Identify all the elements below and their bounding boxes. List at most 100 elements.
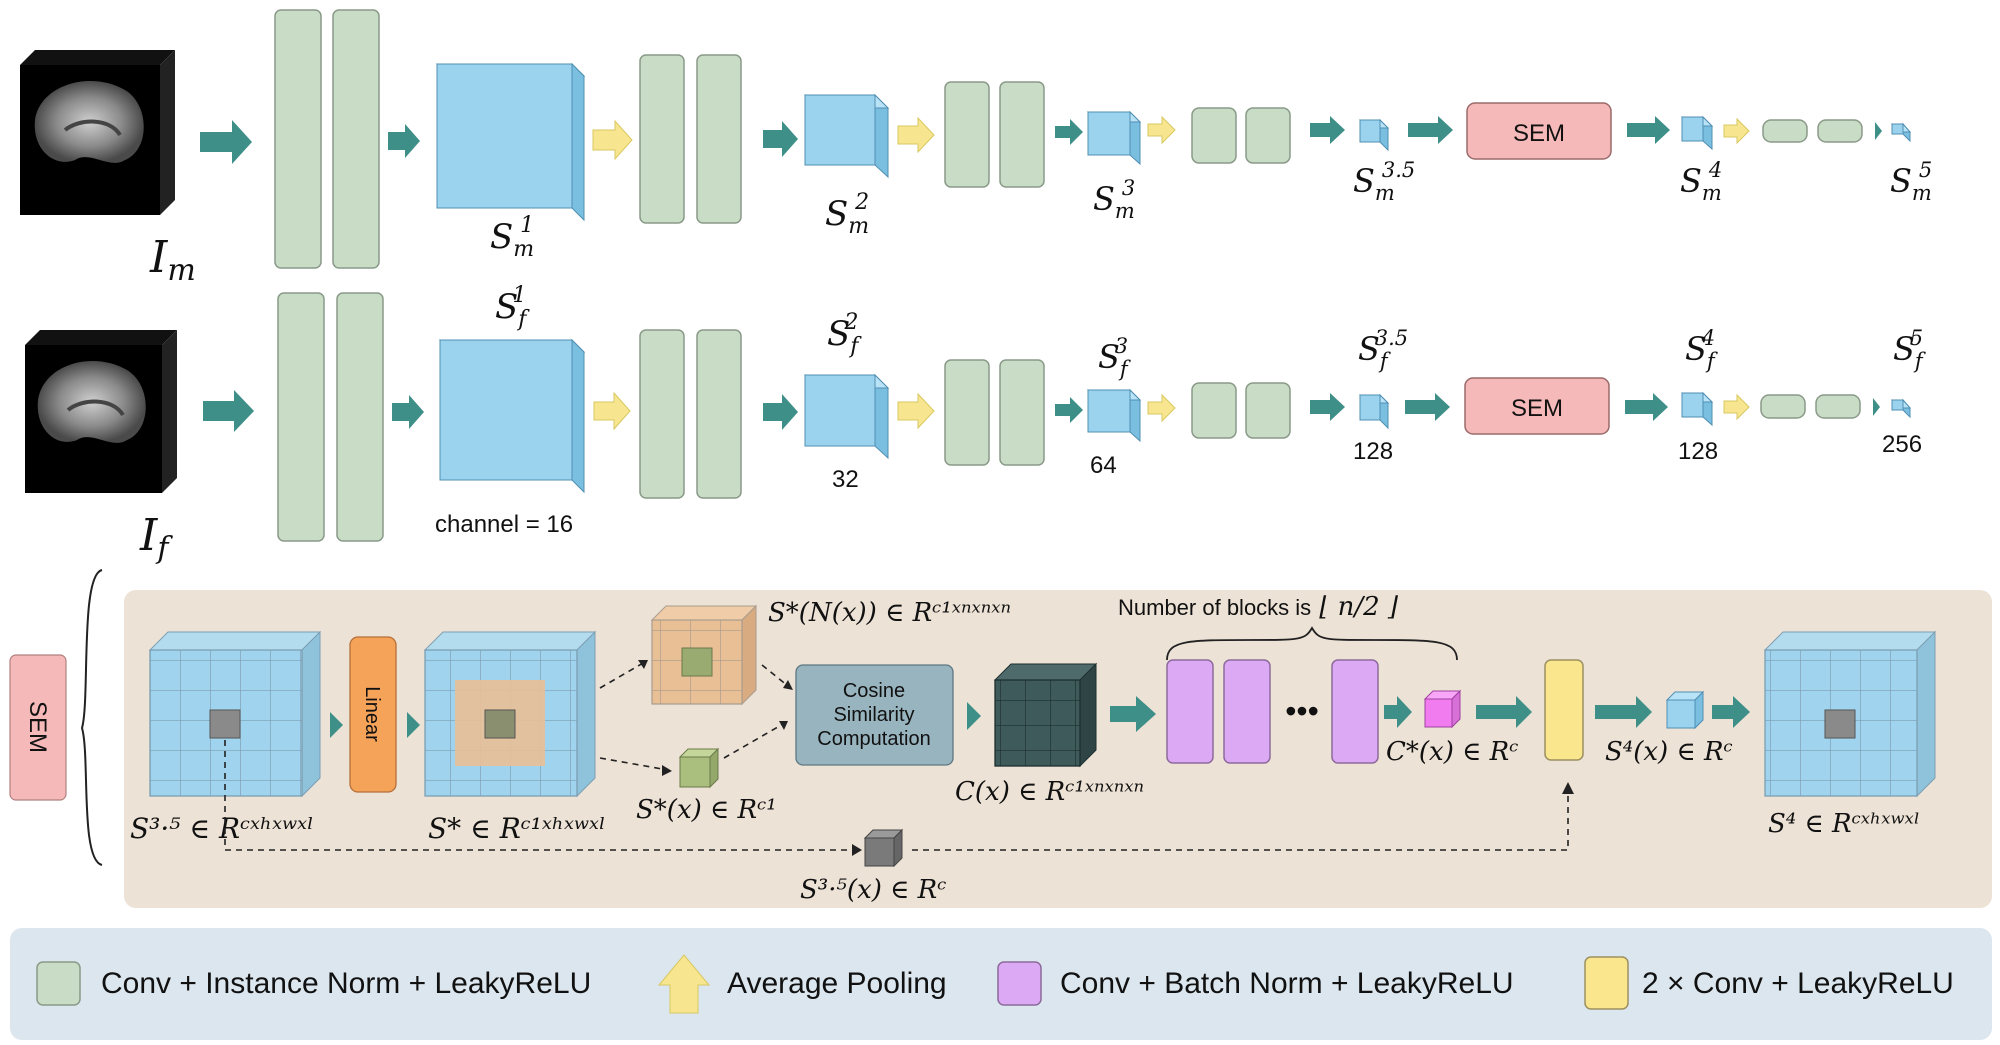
channel-label-2: 32 <box>832 466 859 493</box>
label-cx: C(x) ∈ Rᶜ¹ˣⁿˣⁿˣⁿ <box>955 777 1144 807</box>
linear-layer <box>349 636 397 793</box>
label-sf4: Sf4 <box>1685 326 1718 373</box>
conv-block <box>696 329 742 499</box>
arrow <box>763 394 798 430</box>
bottom-row: If Sf1 channel = 16 Sf2 32 <box>25 283 1926 566</box>
arrow <box>1310 116 1345 144</box>
arrow <box>1055 397 1083 423</box>
feature-cube-sm1 <box>435 62 586 222</box>
conv-block <box>999 81 1045 188</box>
avg-pool-arrow <box>593 391 631 431</box>
feature-cube-sm4 <box>1680 115 1714 151</box>
label-cstar-x: C*(x) ∈ Rᶜ <box>1386 737 1518 767</box>
cosine-line-3: Computation <box>817 728 930 750</box>
s4x-cube <box>1665 690 1705 730</box>
avg-pool-arrow <box>592 119 633 161</box>
neighbourhood-cube <box>650 604 758 706</box>
arrow <box>1405 393 1450 421</box>
arrow <box>1625 393 1668 421</box>
label-sstar: S* ∈ Rᶜ¹ˣʰˣʷˣˡ <box>428 812 606 845</box>
conv-block <box>1191 382 1237 439</box>
dashed-arrow <box>599 661 646 689</box>
top-row: Im Sm1 Sm2 <box>20 9 1932 288</box>
label-sf3: Sf3 <box>1098 334 1131 381</box>
dashed-arrow <box>723 723 784 759</box>
legend-label-conv-in: Conv + Instance Norm + LeakyReLU <box>101 967 591 1000</box>
arrow <box>200 120 252 164</box>
label-sm3: Sm3 <box>1093 176 1135 223</box>
bn-block <box>1331 659 1379 764</box>
conv-block <box>274 9 322 269</box>
label-sm2: Sm2 <box>825 190 869 239</box>
fixed-image <box>25 330 177 493</box>
arrow <box>1476 696 1532 728</box>
sem-block-bottom-label: SEM <box>1511 395 1563 422</box>
legend-label-double-conv: 2 × Conv + LeakyReLU <box>1642 967 1954 1000</box>
arrow <box>1110 696 1156 732</box>
grid-cube-sstar <box>423 630 597 798</box>
arrow <box>1384 696 1412 728</box>
arrow <box>388 124 420 158</box>
blocks-brace <box>1166 626 1458 661</box>
sem-side-tag <box>9 654 67 801</box>
arrow <box>967 702 981 730</box>
fixed-image-label: If <box>139 510 173 566</box>
voxel-cube <box>678 747 720 789</box>
conv-block <box>1815 394 1861 419</box>
moving-image <box>20 50 175 215</box>
arrow <box>1055 119 1083 145</box>
label-s35x: S³·⁵(x) ∈ Rᶜ <box>800 875 946 905</box>
conv-block <box>639 54 685 224</box>
conv-block <box>639 329 685 499</box>
avg-pool-arrow <box>1147 115 1176 145</box>
conv-block <box>944 81 990 188</box>
arrow <box>1875 122 1882 140</box>
sem-block-top-label: SEM <box>1513 120 1565 147</box>
channel-label-1: channel = 16 <box>435 511 573 538</box>
cosine-similarity-block <box>795 664 954 766</box>
similarity-cube <box>993 662 1098 768</box>
conv-block <box>1191 107 1237 164</box>
cstar-cube <box>1423 689 1462 729</box>
dashed-arrow <box>761 664 789 687</box>
moving-image-label: Im <box>149 232 196 288</box>
bn-block <box>1223 659 1271 764</box>
conv-block <box>1762 119 1808 143</box>
arrow <box>1408 116 1453 144</box>
avg-pool-arrow <box>897 392 935 430</box>
feature-cube-sf3 <box>1086 388 1142 443</box>
feature-cube-sm35 <box>1358 118 1390 152</box>
conv-block <box>1245 382 1291 439</box>
blocks-note: Number of blocks is⌊ n/2 ⌋ <box>1118 592 1399 622</box>
arrow <box>1595 696 1652 728</box>
cosine-line-1: Cosine <box>843 680 905 702</box>
skip-dashed-line <box>224 740 855 851</box>
label-sm1: Sm1 <box>490 213 534 262</box>
arrow <box>330 712 343 738</box>
feature-cube-sf1 <box>438 338 586 494</box>
sem-side-tag-label: SEM <box>24 701 51 753</box>
cosine-line-2: Similarity <box>833 704 914 726</box>
legend-label-avg-pool: Average Pooling <box>727 967 947 1000</box>
arrow <box>1310 393 1345 421</box>
sem-block-bottom <box>1464 377 1610 435</box>
arrow <box>407 712 420 738</box>
conv-block <box>999 359 1045 466</box>
feature-cube-sf4 <box>1680 391 1714 427</box>
label-s35: S³·⁵ ∈ Rᶜˣʰˣʷˣˡ <box>130 812 314 845</box>
label-s4x: S⁴(x) ∈ Rᶜ <box>1605 737 1733 767</box>
legend-swatch-bn <box>997 961 1042 1006</box>
conv-block <box>277 292 325 542</box>
legend-label-bn: Conv + Batch Norm + LeakyReLU <box>1060 967 1514 1000</box>
double-conv-block <box>1544 659 1584 761</box>
linear-layer-label: Linear <box>361 686 383 742</box>
bn-block <box>1166 659 1214 764</box>
feature-cube-sf2 <box>803 373 890 460</box>
conv-block <box>944 359 990 466</box>
legend-swatch-double-conv <box>1584 956 1629 1010</box>
label-sf1: Sf1 <box>495 283 530 332</box>
label-sm4: Sm4 <box>1680 158 1722 205</box>
arrow <box>1873 398 1880 416</box>
conv-block <box>336 292 384 542</box>
